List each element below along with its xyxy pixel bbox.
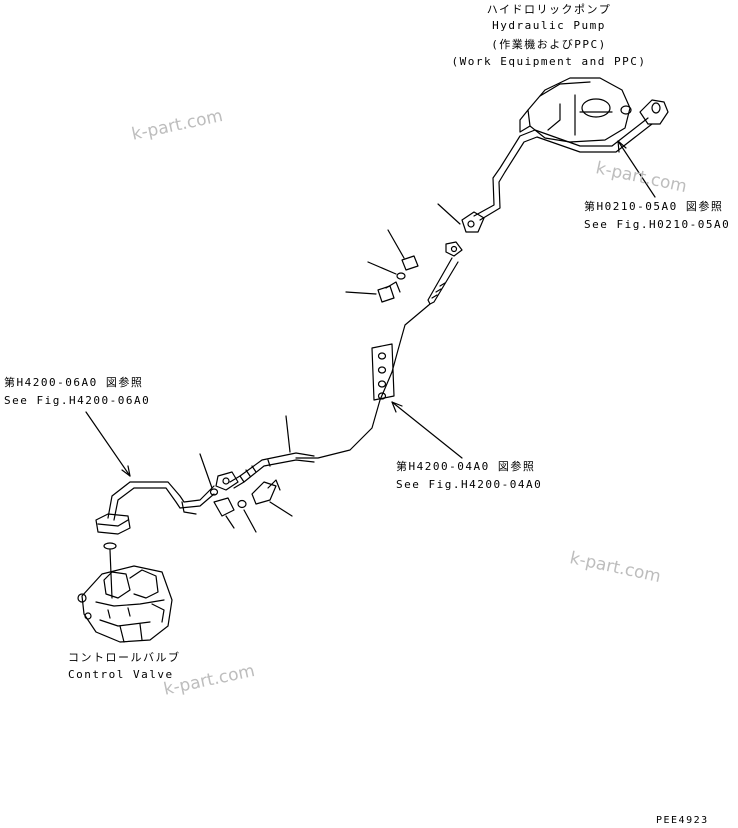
clamp-block: [371, 343, 395, 401]
pump-sublabel-ja: (作業機およびPPC): [491, 38, 607, 51]
middle-tube: [295, 303, 431, 459]
ref-arrow-h4200-04: [391, 401, 463, 459]
ref-h4200-04-en: See Fig.H4200-04A0: [396, 478, 543, 491]
pump-label-ja: ハイドロリックポンプ: [486, 3, 612, 16]
hydraulic-pump-drawing: [519, 77, 632, 143]
pump-delivery-tube: [473, 117, 653, 221]
lower-hose: [215, 415, 315, 491]
valve-label-ja: コントロールバルブ: [68, 651, 181, 664]
control-valve-drawing: [77, 565, 173, 643]
upper-hose: [427, 257, 459, 305]
valve-fitting: [95, 513, 131, 550]
pump-sublabel-en: (Work Equipment and PPC): [451, 55, 647, 68]
drawing-code: PEE4923: [656, 815, 709, 826]
ref-h4200-04-ja: 第H4200-04A0 図参照: [396, 460, 536, 473]
ref-arrow-h0210: [617, 140, 656, 198]
lower-bolt-parts: [199, 453, 293, 533]
upper-fitting-cluster: [437, 203, 485, 257]
ref-arrow-h4200-06: [85, 411, 131, 477]
pump-outlet-fitting: [639, 99, 669, 125]
ref-h0210-en: See Fig.H0210-05A0: [584, 218, 731, 231]
pump-label-en: Hydraulic Pump: [492, 19, 606, 32]
ref-h4200-06-en: See Fig.H4200-06A0: [4, 394, 151, 407]
ref-h0210-ja: 第H0210-05A0 図参照: [584, 200, 724, 213]
ref-h4200-06-ja: 第H4200-06A0 図参照: [4, 376, 144, 389]
valve-label-en: Control Valve: [68, 668, 174, 681]
valve-tube: [107, 481, 215, 521]
valve-leader: [109, 549, 113, 599]
upper-bolt-parts: [345, 229, 419, 303]
